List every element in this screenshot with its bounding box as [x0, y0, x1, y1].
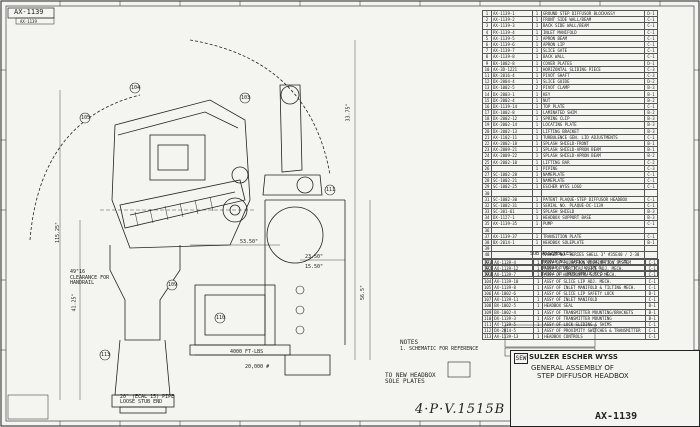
note-1: 1. SCHEMATIC FOR REFERENCE [400, 346, 479, 352]
dimension-label: 53.50" [240, 239, 259, 245]
headbox-assembly-drawing [29, 39, 346, 414]
table-cell: 103 [481, 271, 494, 279]
drawing-number-sub: AX-1139 [20, 19, 37, 24]
table-cell: 108 [481, 302, 494, 310]
clearance-dimension: 49"16 [70, 269, 86, 275]
title-block-drawing-number: AX-1139 [595, 411, 638, 422]
load-label: 4000 FT-LBS [230, 349, 264, 355]
company-logo: SEW [514, 353, 528, 364]
table-cell: ASSY OF TRANSMITTER MOUNTING/BRACKETS [542, 308, 647, 316]
notes-heading: NOTES [400, 339, 419, 346]
table-cell: 102 [481, 265, 494, 273]
balloon-label: 105 [81, 115, 91, 121]
table-cell: 110 [481, 314, 494, 322]
balloon-label: 110 [216, 315, 226, 321]
balloon-markers [79, 82, 336, 361]
table-cell: ASSY OF PROXIMITY SWITCHES & TRANSMITTER [542, 327, 647, 335]
dimension-lines [59, 40, 371, 400]
load-label-2: 20,000 # [245, 364, 270, 370]
pipe-label: 20" (ECAL 15) PIPE LOOSE STUB END [120, 394, 175, 405]
drawing-title-line-1: GENERAL ASSEMBLY OF [531, 364, 614, 372]
clearance-label: CLEARANCE FOR HANDRAIL [70, 275, 110, 286]
table-cell: 101 [481, 258, 494, 267]
balloon-label: 109 [168, 282, 178, 288]
table-cell: HEADBOX CONTROLS [542, 333, 647, 341]
table-cell: 109 [481, 308, 494, 316]
dimension-label: 56.5" [360, 284, 367, 301]
drawing-stamp: 4·P·V.1515B [415, 402, 506, 417]
sub-assemblies-heading: SUB ASSEMBLIES [530, 251, 573, 257]
table-cell: 107 [481, 296, 494, 304]
headbox-soleplate-label: TO NEW HEADBOX SOLE PLATES [385, 372, 436, 385]
table-cell: 105 [481, 283, 494, 291]
balloon-label: 104 [131, 85, 141, 91]
table-cell: 112 [481, 327, 494, 335]
table-cell: 111 [481, 320, 494, 329]
table-cell: 106 [481, 289, 494, 298]
dimension-label: 33.75" [345, 103, 352, 122]
drawing-number-tag: AX-1139 [14, 8, 44, 16]
drawing-title-line-2: STEP DIFFUSOR HEADBOX [537, 372, 629, 380]
table-cell: 1 [533, 333, 544, 341]
table-cell: ASSY OF INLET MANIFOLD & TILTING MECH. [542, 283, 647, 291]
table-cell: ASSY OF PULSATION ELIMINATION SYSTEM [542, 258, 647, 267]
title-block: SEW SULZER ESCHER WYSS GENERAL ASSEMBLY … [510, 350, 700, 427]
company-name: SULZER ESCHER WYSS [529, 353, 618, 361]
table-cell: 104 [481, 277, 494, 285]
table-cell: C-1 [645, 333, 660, 341]
dimension-label: 115.25" [55, 221, 62, 244]
dimension-label: 41.25" [71, 293, 78, 312]
balloon-label: 111 [326, 187, 336, 193]
table-cell: 113 [481, 333, 494, 341]
balloon-label: 113 [101, 352, 111, 358]
table-cell: AX-1139-13 [492, 333, 535, 341]
dimension-label: 15.50" [305, 264, 324, 270]
balloon-label: 103 [241, 95, 251, 101]
dimension-label: 23.50" [305, 254, 324, 260]
